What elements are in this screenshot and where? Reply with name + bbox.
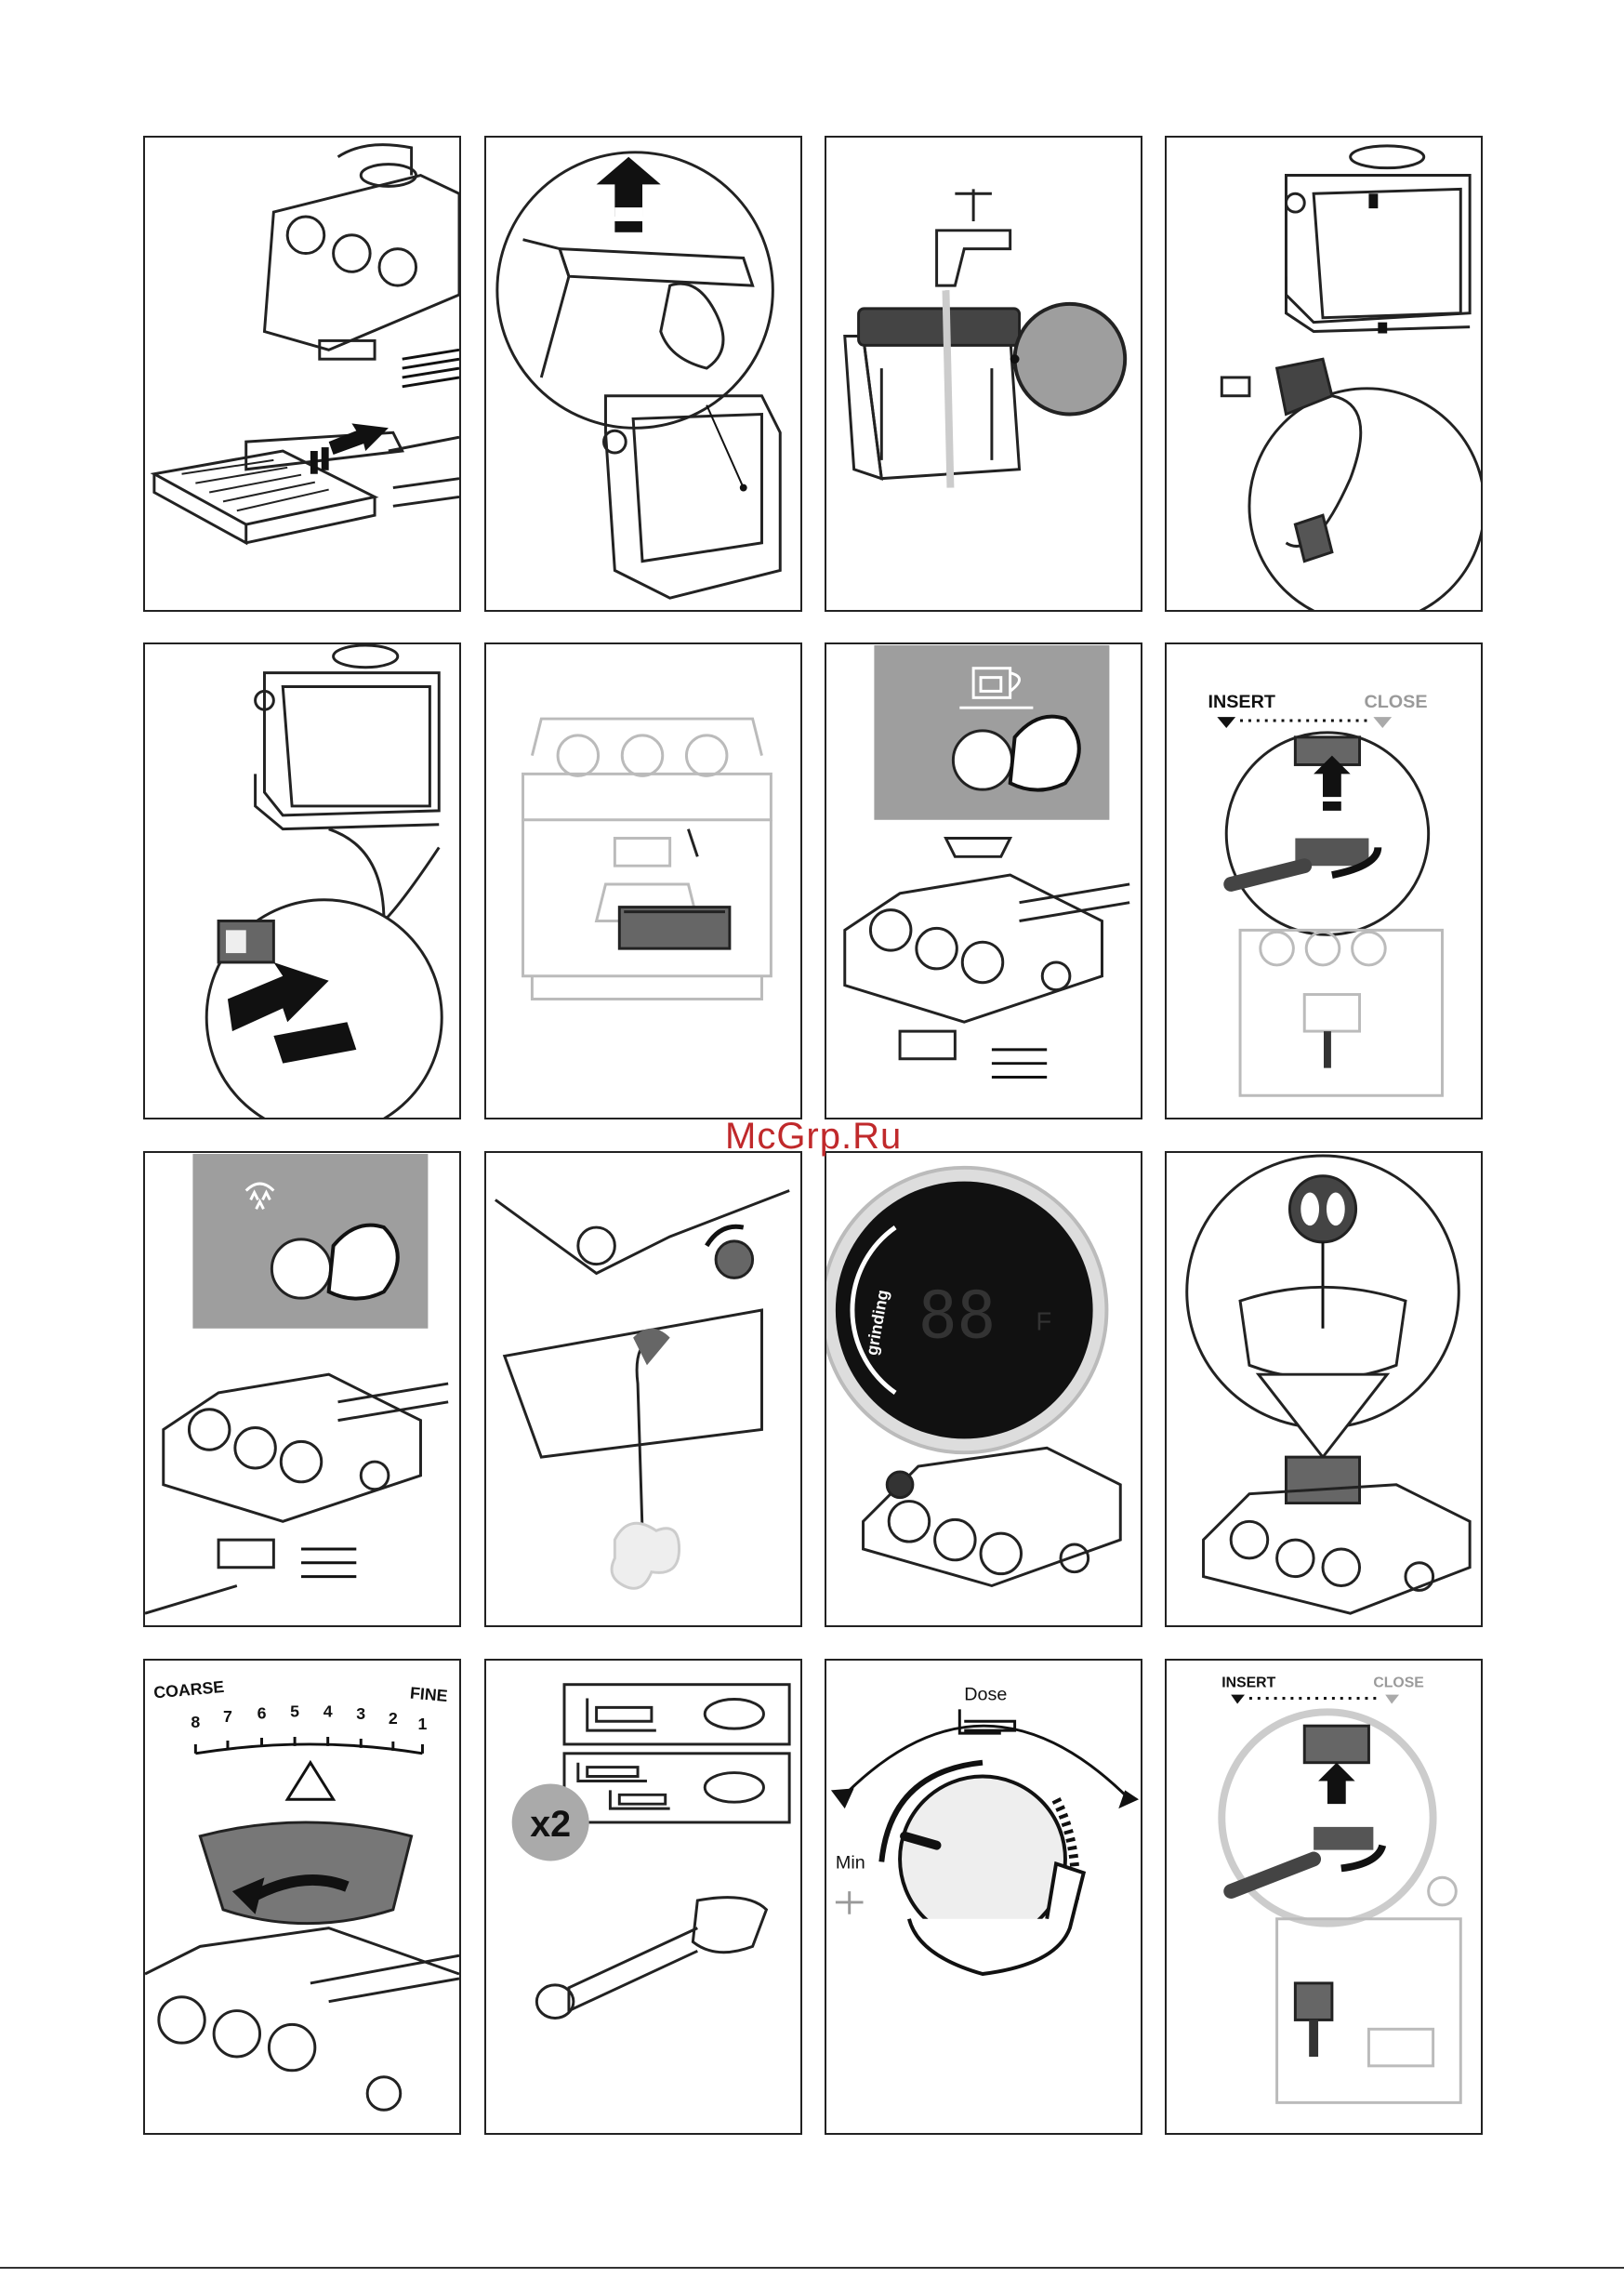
scale-arc <box>195 1744 422 1754</box>
min-label: Min <box>836 1852 865 1873</box>
insert-label: INSERT <box>1208 692 1274 712</box>
step-15-dose-knob: Dose Min <box>825 1659 1142 2135</box>
grinding-display-illustration: grinding 88 F <box>826 1153 1141 1625</box>
step-14-filter-selection: x2 <box>484 1659 802 2135</box>
insert-filter-holder-2-illustration: INSERT CLOSE <box>1167 1661 1481 2133</box>
bean-hopper-illustration <box>1167 1153 1481 1625</box>
steam-wand-illustration <box>486 1153 800 1625</box>
filter-selection-illustration: x2 <box>486 1661 800 2133</box>
scale-5: 5 <box>290 1702 299 1720</box>
step-6-machine-front <box>484 642 802 1119</box>
scale-6: 6 <box>257 1703 267 1722</box>
step-11-grinding-display: grinding 88 F <box>825 1151 1142 1627</box>
step-10-steam-wand <box>484 1151 802 1627</box>
close-label: CLOSE <box>1373 1675 1423 1691</box>
step-2-water-tank-remove <box>484 136 802 612</box>
step-8-insert-filter-holder: INSERT CLOSE <box>1165 642 1483 1119</box>
step-3-fill-tank <box>825 136 1142 612</box>
digits-readout: 88 <box>918 1279 996 1354</box>
button-circle <box>271 1239 330 1298</box>
coffee-beans-icon <box>1289 1176 1355 1242</box>
power-cord-illustration <box>1167 138 1481 610</box>
scale-7: 7 <box>223 1707 232 1726</box>
zoom-circle <box>1249 389 1481 610</box>
power-switch-illustration <box>145 644 459 1118</box>
step-13-grind-setting: COARSE FINE 8 7 6 5 4 3 2 1 <box>143 1659 461 2135</box>
descale-button-illustration <box>145 1153 459 1625</box>
step-5-switch-on <box>143 642 461 1119</box>
dose-knob <box>900 1777 1065 1942</box>
grey-indicator-circle <box>1015 304 1126 415</box>
scale-3: 3 <box>356 1704 365 1723</box>
cup-button-illustration <box>826 644 1141 1118</box>
dose-label: Dose <box>964 1685 1007 1705</box>
machine-front-illustration <box>486 644 800 1118</box>
pointer-triangle-icon <box>287 1763 333 1800</box>
insert-label: INSERT <box>1221 1675 1275 1691</box>
step-4-power-cord <box>1165 136 1483 612</box>
step-12-bean-hopper <box>1165 1151 1483 1627</box>
steam-knob-icon <box>716 1241 753 1278</box>
water-tank-lift-illustration <box>486 138 800 610</box>
button-circle <box>953 731 1011 789</box>
grind-setting-illustration: COARSE FINE 8 7 6 5 4 3 2 1 <box>145 1661 459 2133</box>
scale-1: 1 <box>418 1715 428 1733</box>
fine-label: FINE <box>409 1684 448 1705</box>
dose-icon <box>959 1709 1014 1733</box>
coarse-label: COARSE <box>152 1677 225 1702</box>
dose-knob-illustration: Dose Min <box>826 1661 1141 2133</box>
double-filter-box <box>564 1754 789 1822</box>
step-9-descale-button <box>143 1151 461 1627</box>
unit-label: F <box>1036 1307 1051 1336</box>
close-label: CLOSE <box>1364 692 1427 712</box>
single-filter-box <box>564 1685 789 1744</box>
bottom-rule <box>0 2267 1624 2269</box>
scale-4: 4 <box>323 1702 333 1720</box>
tap-fill-illustration <box>826 138 1141 610</box>
insert-filter-holder-illustration: INSERT CLOSE <box>1167 644 1481 1118</box>
watermark-text: McGrp.Ru <box>725 1116 902 1158</box>
steam-cloud <box>612 1523 679 1588</box>
scale-8: 8 <box>191 1713 200 1731</box>
step-1-drip-tray-insert <box>143 136 461 612</box>
step-16-insert-filter-holder: INSERT CLOSE <box>1165 1659 1483 2135</box>
machine-drip-tray-illustration <box>145 138 459 610</box>
scale-2: 2 <box>389 1709 398 1728</box>
multiplier-label: x2 <box>530 1804 571 1845</box>
step-7-cup-button <box>825 642 1142 1119</box>
drip-tray-highlight <box>619 907 730 948</box>
